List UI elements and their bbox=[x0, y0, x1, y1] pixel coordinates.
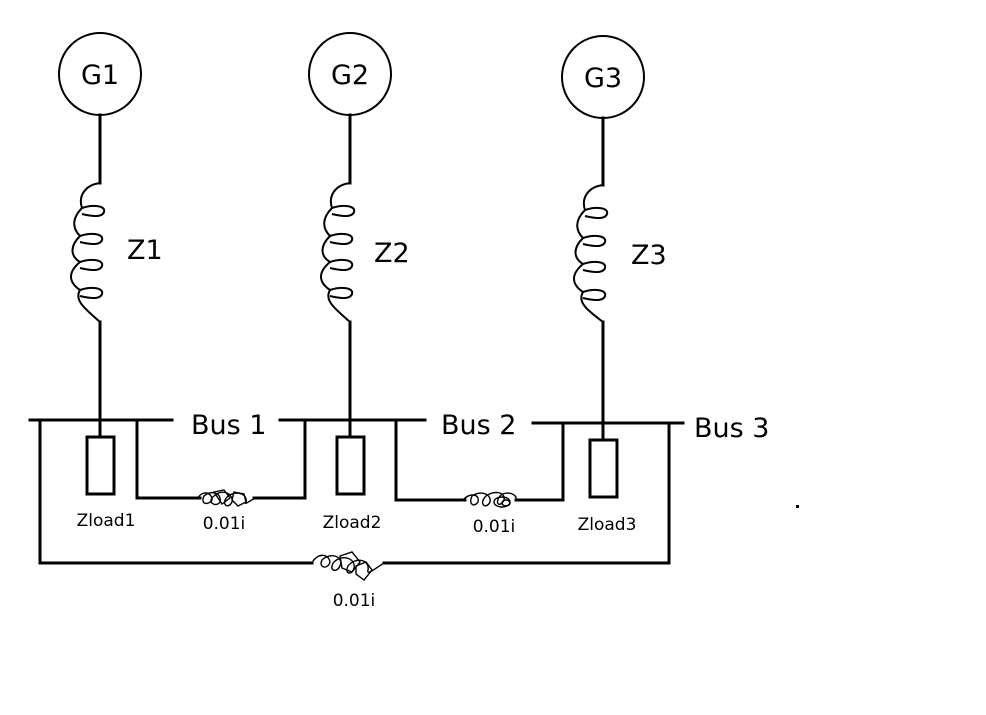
bus-bars bbox=[28, 418, 685, 425]
feeder-wires bbox=[98, 113, 605, 442]
generator-label: G3 bbox=[584, 63, 622, 94]
bus-label-2: Bus 2 bbox=[441, 410, 516, 441]
bus-label-1: Bus 1 bbox=[191, 410, 266, 441]
load-zload3: Zload3 bbox=[578, 438, 637, 535]
line-bus1-bus2: 0.01i bbox=[135, 418, 307, 534]
stray-dot bbox=[796, 505, 799, 508]
load-zload1: Zload1 bbox=[77, 435, 136, 531]
line-impedance-label: 0.01i bbox=[473, 517, 516, 537]
bus-label-3: Bus 3 bbox=[694, 413, 769, 444]
load-zload2: Zload2 bbox=[323, 435, 382, 533]
inductor-z3: Z3 bbox=[573, 184, 667, 323]
generator-g2: G2 bbox=[308, 32, 392, 116]
load-label: Zload2 bbox=[323, 513, 382, 533]
line-impedance-label: 0.01i bbox=[333, 591, 376, 611]
generator-g1: G1 bbox=[58, 32, 142, 116]
load-label: Zload3 bbox=[578, 515, 637, 535]
impedance-label: Z3 bbox=[631, 240, 667, 271]
impedance-label: Z1 bbox=[127, 235, 163, 266]
inductor-z2: Z2 bbox=[320, 182, 410, 323]
line-impedance-label: 0.01i bbox=[203, 514, 246, 534]
generator-label: G2 bbox=[331, 60, 369, 91]
line-bus2-bus3: 0.01i bbox=[394, 418, 565, 537]
impedance-label: Z2 bbox=[374, 238, 410, 269]
generator-g3: G3 bbox=[561, 35, 645, 119]
load-label: Zload1 bbox=[77, 511, 136, 531]
generator-label: G1 bbox=[81, 60, 119, 91]
inductor-z1: Z1 bbox=[70, 182, 163, 323]
line-bus1-bus3: 0.01i bbox=[38, 418, 671, 611]
